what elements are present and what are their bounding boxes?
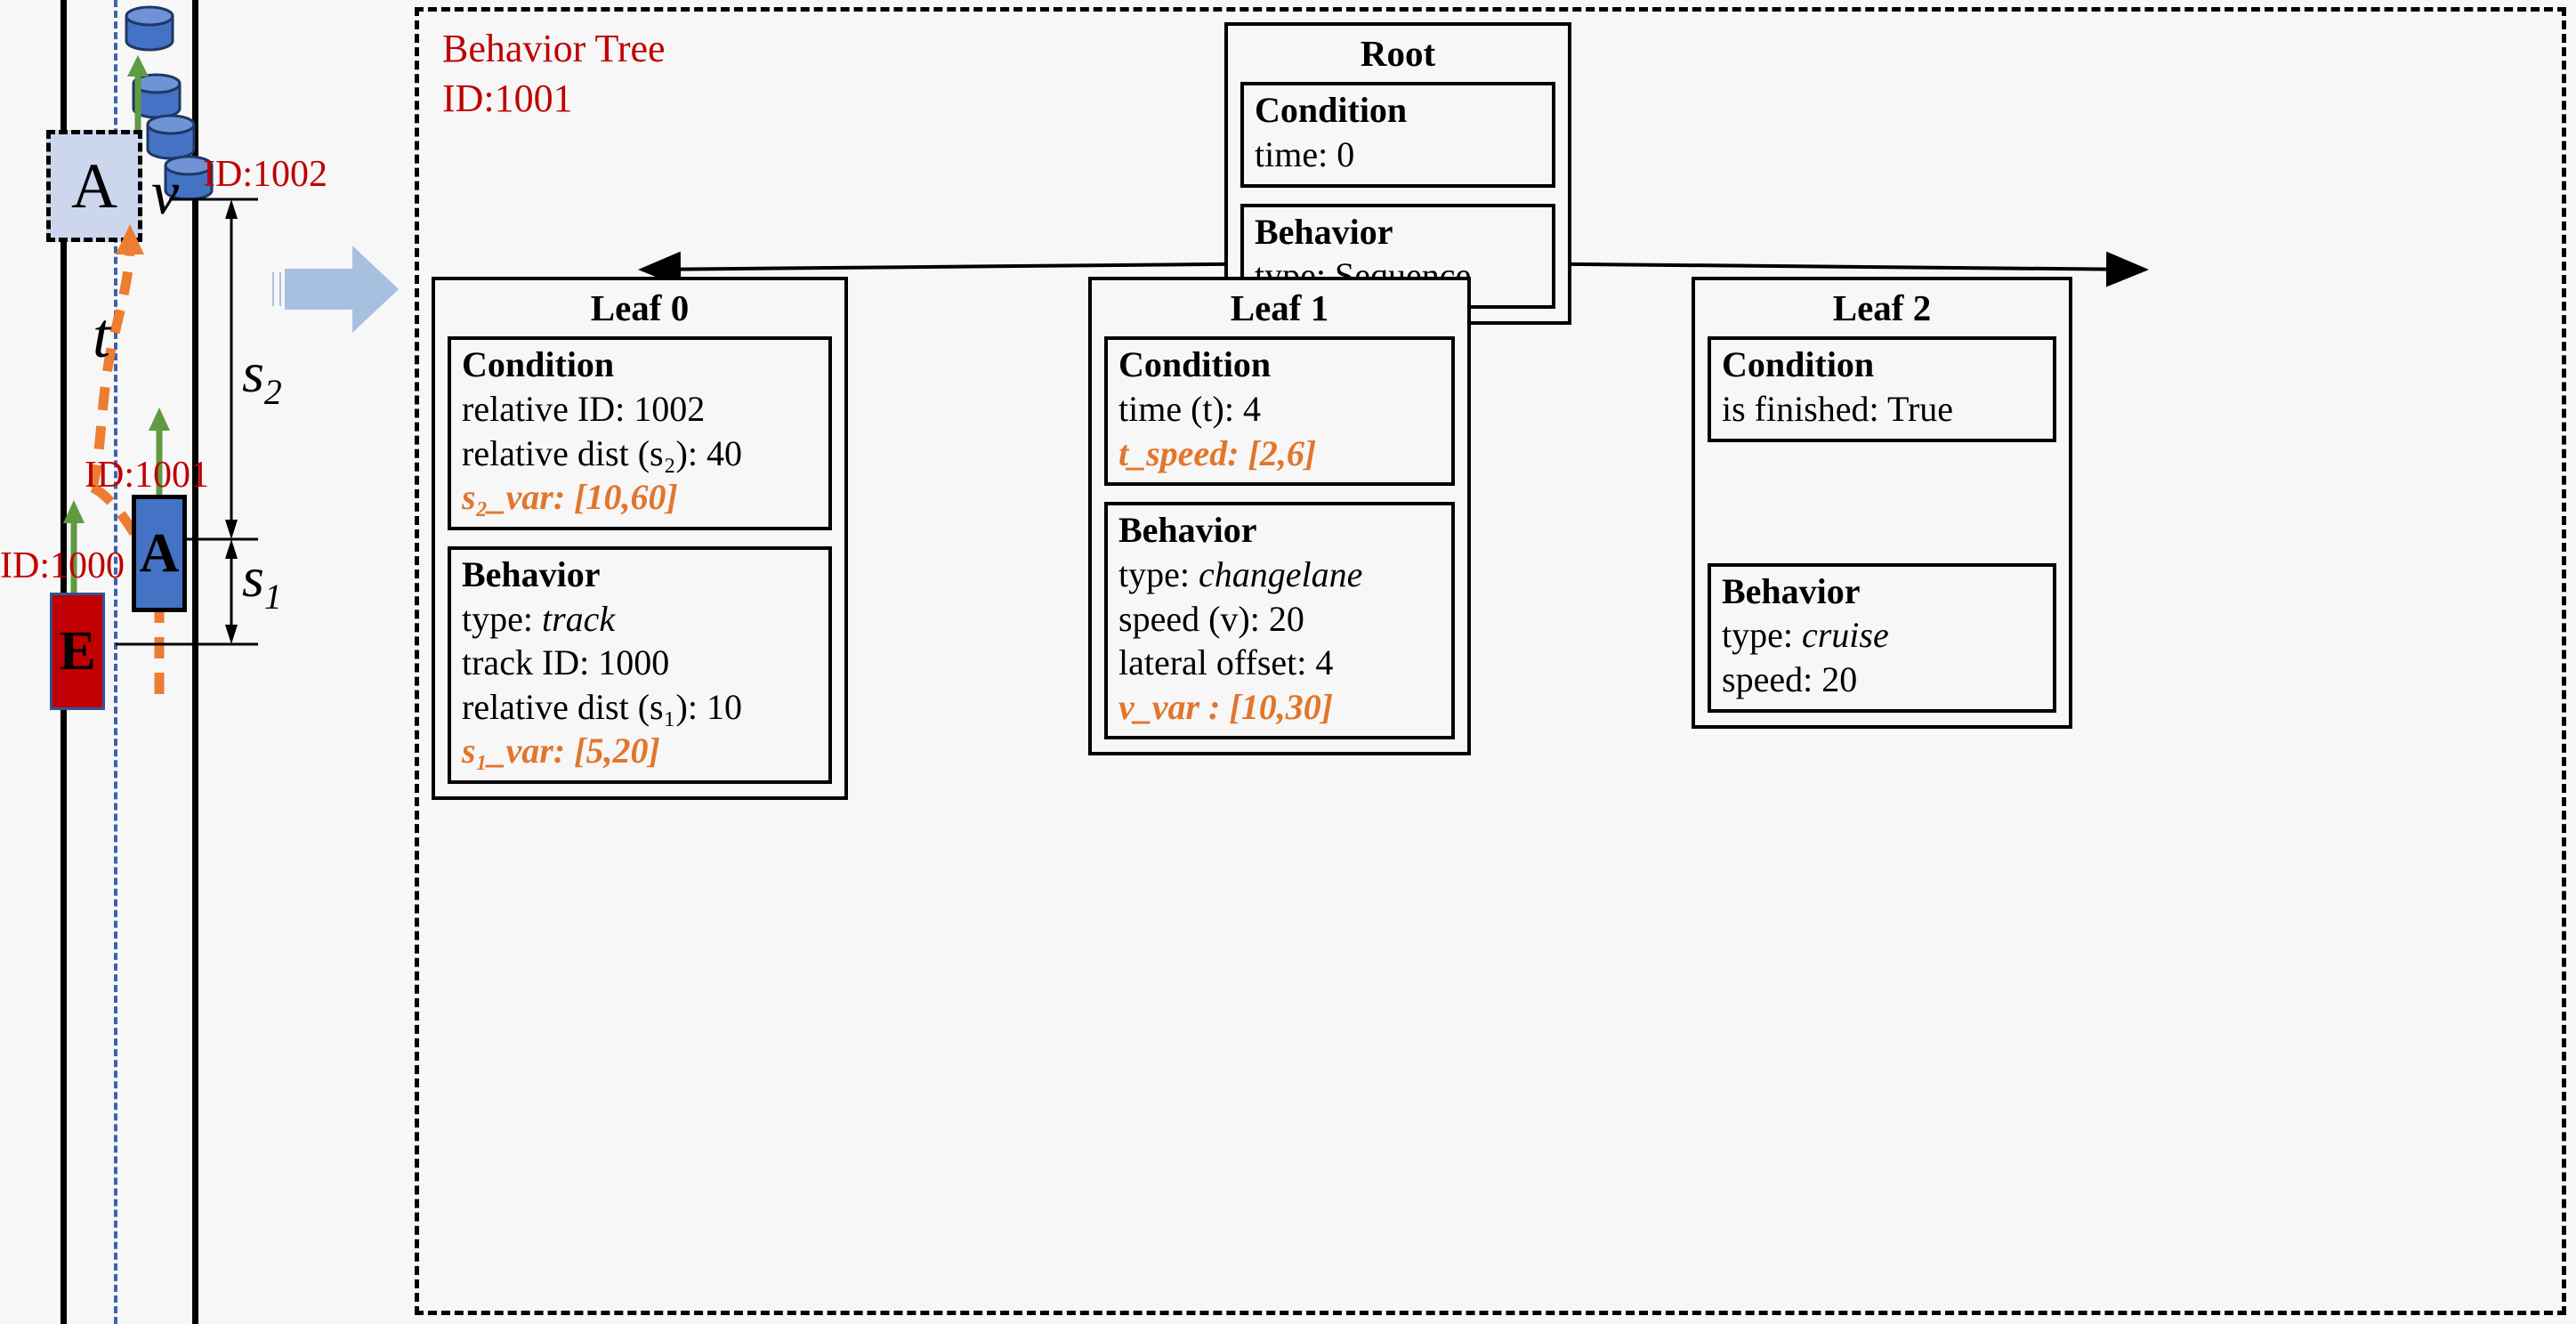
dimension-lines xyxy=(116,198,258,646)
section-heading-condition: Condition xyxy=(1255,90,1408,131)
agent-ghost-vehicle: A xyxy=(46,130,142,242)
orange-dashed-curve-icon xyxy=(87,224,144,489)
leaf-1-condition-section: Condition time (t): 4 t_speed: [2,6] xyxy=(1104,336,1455,487)
behavior-tree-title-text: Behavior Tree xyxy=(442,27,666,70)
leaf-0-behavior-row: track ID: 1000 xyxy=(462,642,670,683)
time-symbol-label: t xyxy=(93,300,111,371)
leaf-2-behavior-section: Behavior type: cruise speed: 20 xyxy=(1708,562,2056,713)
distance-s2-label: s2 xyxy=(242,340,282,413)
cylinder-icon xyxy=(125,5,174,52)
root-condition-row: time: 0 xyxy=(1255,133,1541,177)
node-root-condition-section: Condition time: 0 xyxy=(1240,82,1555,188)
leaf-1-behavior-row-var: v_var : [10,30] xyxy=(1118,686,1334,727)
leaf-2-behavior-row: speed: 20 xyxy=(1722,659,1858,700)
root-condition-value: 0 xyxy=(1336,134,1355,175)
section-heading-behavior: Behavior xyxy=(1722,570,1861,611)
leaf-1-behavior-section: Behavior type: changelane speed (v): 20 … xyxy=(1104,502,1455,740)
node-leaf-1[interactable]: Leaf 1 Condition time (t): 4 t_speed: [2… xyxy=(1088,277,1471,756)
leaf-0-behavior-row-var: s₁_var: [5,20] xyxy=(462,731,660,771)
section-heading-condition: Condition xyxy=(1722,344,1875,385)
right-block-arrow-icon xyxy=(272,246,399,333)
behavior-tree-id-text: ID:1001 xyxy=(442,77,573,121)
leaf-0-behavior-row: type: track xyxy=(462,598,616,639)
leading-id-label: ID:1002 xyxy=(203,154,327,195)
leaf-0-condition-section: Condition relative ID: 1002 relative dis… xyxy=(448,336,832,530)
ego-vehicle-label: E xyxy=(59,620,96,682)
ego-id-label: ID:1000 xyxy=(0,545,125,586)
node-root-title: Root xyxy=(1360,33,1436,74)
s1-subscript: 1 xyxy=(263,577,282,617)
section-heading-condition: Condition xyxy=(462,344,615,385)
leaf-1-condition-row-var: t_speed: [2,6] xyxy=(1118,432,1317,473)
green-up-arrow-icon xyxy=(63,500,85,598)
leaf-0-condition-row: relative ID: 1002 xyxy=(462,389,706,430)
leaf-1-behavior-row: lateral offset: 4 xyxy=(1118,642,1334,683)
section-heading-condition: Condition xyxy=(1118,344,1272,385)
node-leaf-2-title: Leaf 2 xyxy=(1832,287,1932,328)
cylinder-icon xyxy=(132,73,182,119)
green-up-arrow-icon xyxy=(149,408,170,505)
leaf-0-condition-row-var: s₂_var: [10,60] xyxy=(462,477,678,518)
agent-ghost-label: A xyxy=(71,149,117,222)
leaf-1-condition-row: time (t): 4 xyxy=(1118,389,1261,430)
speed-symbol-label: v xyxy=(151,159,180,228)
s1-symbol: s xyxy=(242,545,264,609)
node-leaf-1-title: Leaf 1 xyxy=(1230,287,1329,328)
leaf-2-condition-row: is finished: True xyxy=(1722,389,1954,430)
behavior-tree-title: Behavior Tree ID:1001 xyxy=(442,24,666,125)
leaf-1-behavior-row: type: changelane xyxy=(1118,554,1363,595)
node-leaf-0[interactable]: Leaf 0 Condition relative ID: 1002 relat… xyxy=(432,277,848,800)
node-leaf-2[interactable]: Leaf 2 Condition is finished: True Behav… xyxy=(1692,277,2072,729)
s2-subscript: 2 xyxy=(263,372,282,412)
ego-vehicle: E xyxy=(50,593,105,710)
agent-vehicle-label: A xyxy=(139,522,180,584)
section-heading-behavior: Behavior xyxy=(1255,211,1393,252)
leaf-2-behavior-row: type: cruise xyxy=(1722,615,1889,656)
traffic-scene: A v t ID:1001 A xyxy=(0,0,409,1324)
section-heading-behavior: Behavior xyxy=(1118,510,1257,551)
cylinder-icon xyxy=(164,155,214,201)
lane-boundary-right xyxy=(192,0,198,1324)
root-condition-label: time: xyxy=(1255,134,1337,175)
leaf-2-spacer xyxy=(1708,458,2056,563)
lane-marking-center xyxy=(114,0,117,1324)
section-heading-behavior: Behavior xyxy=(462,553,601,594)
node-leaf-0-title: Leaf 0 xyxy=(590,287,690,328)
leaf-0-behavior-section: Behavior type: track track ID: 1000 rela… xyxy=(448,545,832,784)
leaf-0-condition-row: relative dist (s₂): 40 xyxy=(462,432,742,473)
leaf-1-behavior-row: speed (v): 20 xyxy=(1118,598,1304,639)
behavior-tree-panel: Behavior Tree ID:1001 Root Condition tim… xyxy=(415,7,2566,1315)
distance-s1-label: s1 xyxy=(242,545,282,618)
leaf-0-behavior-row: relative dist (s₁): 10 xyxy=(462,686,742,727)
leaf-2-condition-section: Condition is finished: True xyxy=(1708,336,2056,442)
agent-vehicle: A xyxy=(132,495,187,612)
agent-id-label: ID:1001 xyxy=(85,455,209,496)
s2-symbol: s xyxy=(242,341,264,404)
orange-dashed-segment-icon xyxy=(154,573,165,694)
